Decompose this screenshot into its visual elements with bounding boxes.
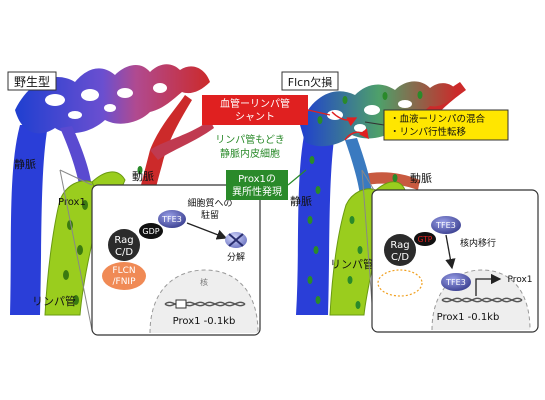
left-tfe3-label: TFE3	[161, 215, 182, 224]
shunt-callout-box	[202, 95, 308, 125]
left-gene-box	[175, 299, 187, 309]
shunt-callout-line-1: 血管ーリンパ管	[220, 97, 290, 110]
left-flcn-label-1: FLCN	[112, 266, 135, 276]
right-tfe3-nuc-label: TFE3	[445, 278, 466, 287]
left-inset: Rag C/D GDP TFE3 FLCN /FNIP 細胞質への 駐留 分解 …	[91, 184, 261, 336]
left-web-holes	[45, 83, 167, 119]
right-prox1-arrow	[475, 273, 502, 296]
right-rag-label-1: Rag	[390, 240, 409, 251]
left-zoom-line-2	[59, 169, 93, 331]
right-zoom-line	[361, 169, 375, 191]
left-panel: 野生型 静脈 動脈 Prox1 リンパ管 Rag C/D GDP TFE3 FL…	[7, 64, 261, 336]
right-artery-lower	[360, 172, 420, 190]
left-vein-vessel	[10, 125, 48, 315]
left-cytoplasm-label-2: 駐留	[201, 209, 219, 221]
left-rag-label-1: Rag	[114, 235, 133, 246]
right-translocation-arrow	[445, 234, 456, 270]
left-title: 野生型	[14, 75, 50, 89]
left-gdp-label: GDP	[142, 227, 159, 236]
right-cells	[307, 91, 423, 309]
outcome-line-1: ・血液ーリンパの混合	[390, 113, 486, 125]
right-vein-vessel	[296, 130, 335, 315]
right-artery-label: 動脈	[410, 171, 432, 185]
left-degradation-x2	[228, 233, 244, 247]
left-artery-branch	[150, 120, 214, 160]
left-flcn-label-2: /FNIP	[112, 277, 136, 287]
left-flcn-icon	[102, 262, 146, 290]
left-rag-label-2: C/D	[115, 247, 133, 258]
right-web-holes	[327, 100, 412, 132]
right-inset: TFE3 Rag C/D GTP 核内移行 TFE3 Prox1 Prox1	[371, 189, 539, 333]
right-vessel-network	[296, 81, 466, 316]
right-rag-label-2: C/D	[391, 252, 409, 263]
shunt-callout-line-2: シャント	[235, 112, 275, 123]
left-rag-icon	[108, 229, 140, 261]
left-vessel-network	[10, 64, 214, 316]
ectopic-callout-pointer	[287, 169, 307, 186]
ectopic-callout-box	[226, 170, 288, 200]
left-zoom-line	[59, 169, 93, 186]
right-gtp-icon	[414, 232, 436, 246]
ectopic-callout-line-2: 異所性発現	[232, 185, 282, 198]
left-gdp-icon	[139, 223, 163, 239]
right-translocation-label: 核内移行	[460, 237, 496, 249]
left-title-box	[7, 71, 57, 91]
left-nucleus-label: 核	[200, 277, 208, 287]
left-vein-label: 静脈	[14, 157, 36, 171]
right-flcn-missing	[377, 269, 423, 297]
left-gene-label: Prox1 -0.1kb	[173, 316, 236, 327]
left-prox1-label: Prox1	[58, 197, 86, 208]
right-mid-vessel	[345, 138, 372, 195]
left-tfe3-icon	[158, 210, 186, 228]
left-artery-label: 動脈	[132, 169, 154, 183]
right-dna-icon-2	[441, 297, 523, 303]
right-prox1-label: Prox1	[507, 275, 532, 285]
left-degradation-label: 分解	[227, 251, 245, 263]
right-panel: Flcn欠損 血管ーリンパ管 シャント リンパ管もどき 静脈内皮細胞 Prox1…	[202, 71, 539, 333]
shunt-callout-pointer	[307, 109, 331, 116]
right-shunt-arrow-1	[331, 111, 358, 127]
right-title-box	[281, 71, 339, 91]
venous-endo-line-1: リンパ管もどき	[215, 133, 285, 146]
left-nucleus	[149, 269, 259, 334]
right-lymph-label: リンパ管	[330, 257, 374, 271]
venous-endo-line-2: 静脈内皮細胞	[220, 147, 280, 160]
right-gtp-label: GTP	[418, 235, 433, 244]
right-shunt-arrow-2	[344, 128, 369, 141]
left-capillary-web	[15, 64, 210, 134]
right-tfe3-nuc-icon	[441, 273, 471, 291]
right-vein-label: 静脈	[290, 194, 312, 208]
right-gene-label: Prox1 -0.1kb	[437, 312, 500, 323]
right-tfe3-top-label: TFE3	[435, 221, 456, 230]
left-cytoplasm-label-1: 細胞質への	[187, 197, 232, 209]
outcome-pointer	[364, 121, 385, 126]
right-tfe3-top-icon	[431, 216, 461, 234]
outcome-callout-box	[383, 109, 509, 141]
right-rag-icon	[384, 234, 416, 266]
right-title: Flcn欠損	[288, 75, 332, 89]
left-lymph-label: リンパ管	[32, 294, 76, 308]
outcome-line-2: ・リンパ行性転移	[390, 126, 467, 138]
ectopic-callout-line-1: Prox1の	[238, 174, 276, 185]
left-degradation-arrow	[186, 222, 228, 240]
left-mid-vessel	[60, 126, 92, 190]
